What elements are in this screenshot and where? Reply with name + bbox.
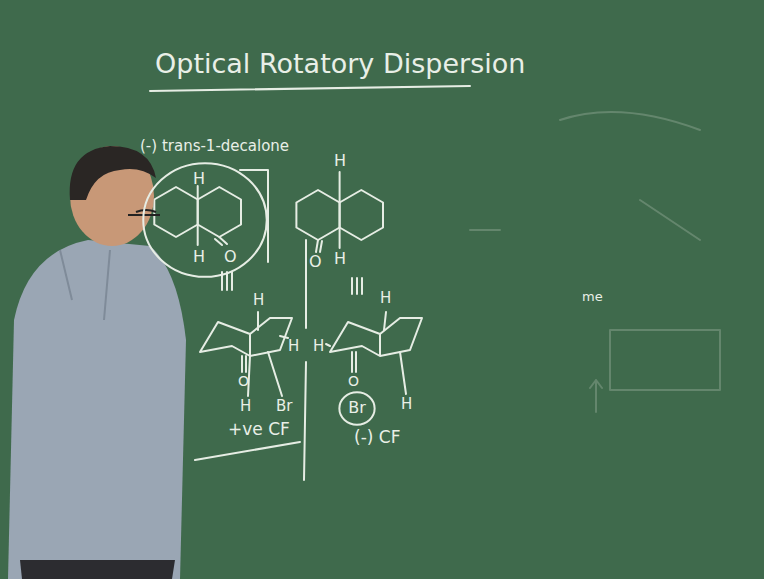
ring [198, 187, 241, 237]
lecturer-figure [8, 146, 186, 579]
erased-chalk [470, 112, 720, 412]
atom-label: H [193, 170, 205, 188]
atom-label: H [240, 398, 251, 415]
faint-note: me [582, 290, 603, 305]
bond [326, 312, 406, 394]
shirt [8, 240, 186, 579]
divider-line [304, 240, 306, 480]
circled-group: Br [339, 392, 375, 425]
bond [339, 172, 341, 203]
equivalence-mark [352, 278, 362, 294]
atom-label: O [309, 253, 322, 271]
chair-structure [200, 318, 292, 356]
ring [154, 187, 197, 237]
bond [316, 240, 318, 252]
compound-name: (-) trans-1-decalone [140, 138, 289, 155]
atom-label: Br [276, 398, 292, 415]
atom-label: O [238, 373, 249, 389]
ring [296, 190, 339, 240]
atom-label: H [193, 248, 205, 266]
chalk-underline [195, 442, 300, 460]
atom-label: H [401, 396, 412, 413]
bracket [240, 170, 268, 262]
atom-label: O [348, 373, 359, 389]
atom-label: Br [348, 399, 366, 417]
atom-label: H [334, 250, 346, 268]
atom-label: H [380, 290, 391, 307]
shirt-fold [60, 250, 110, 320]
bond [339, 228, 341, 249]
chair-structure [330, 318, 422, 356]
atom-label: O [224, 248, 237, 266]
title-underline [150, 86, 470, 91]
board-title: Optical Rotatory Dispersion [155, 48, 525, 79]
ring [340, 190, 383, 240]
bond [320, 241, 322, 252]
atom-label: H [313, 338, 324, 355]
bond [197, 225, 199, 246]
cotton-effect-sign: (-) CF [354, 428, 400, 448]
atom-label: H [253, 292, 264, 309]
circled-group: H H O [142, 162, 268, 278]
atom-label: H [334, 152, 346, 170]
cotton-effect-sign: +ve CF [228, 420, 290, 440]
trousers [20, 560, 175, 579]
bond [197, 186, 199, 200]
atom-label: H [288, 338, 299, 355]
bond [215, 239, 222, 245]
